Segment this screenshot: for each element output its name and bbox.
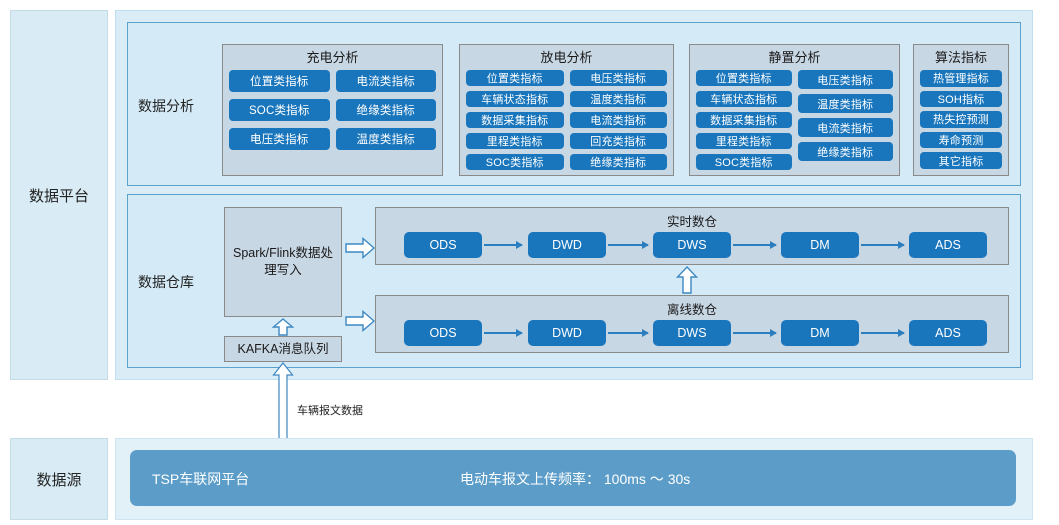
group-title: 充电分析 [306, 50, 359, 65]
metric-pill[interactable]: SOC类指标 [466, 154, 564, 170]
metric-pill[interactable]: 电流类指标 [569, 112, 667, 128]
group-title: 算法指标 [934, 50, 987, 65]
metric-pill[interactable]: SOC类指标 [696, 154, 792, 170]
metric-pill[interactable]: 车辆状态指标 [466, 91, 564, 107]
metric-pill[interactable]: 热失控预测 [920, 111, 1002, 128]
kafka-queue-box[interactable]: KAFKA消息队列 [224, 336, 342, 362]
metric-pill[interactable]: 绝缘类指标 [335, 99, 436, 121]
metric-pill[interactable]: 数据采集指标 [466, 112, 564, 128]
block-arrow-up-icon [272, 318, 294, 336]
metric-pill[interactable]: 里程类指标 [696, 133, 792, 149]
group-title: 静置分析 [768, 50, 821, 65]
analysis-group-charge: 充电分析 位置类指标 SOC类指标 电压类指标 电流类指标 绝缘类指标 温度类指… [222, 44, 443, 176]
metric-pill[interactable]: 车辆状态指标 [696, 91, 792, 107]
flow-arrow-icon [608, 240, 649, 249]
metric-pill[interactable]: SOH指标 [920, 90, 1002, 108]
metric-pill[interactable]: 温度类指标 [335, 128, 436, 150]
analysis-group-idle: 静置分析 位置类指标 车辆状态指标 数据采集指标 里程类指标 SOC类指标 电压… [689, 44, 900, 176]
flow-arrow-icon [733, 240, 777, 249]
group-column: 电压类指标 温度类指标 电流类指标 绝缘类指标 [797, 70, 893, 169]
rail-label-text: 数据源 [36, 471, 82, 489]
group-title: 放电分析 [540, 50, 593, 65]
metric-pill[interactable]: 热管理指标 [920, 70, 1002, 87]
offline-warehouse-row: 离线数仓 ODS DWD DWS DM ADS [375, 295, 1009, 353]
block-arrow-up-icon [676, 266, 698, 294]
data-analysis-label: 数据分析 [138, 98, 194, 114]
block-arrow-right-icon [345, 310, 375, 332]
group-column: 电压类指标 温度类指标 电流类指标 回充类指标 绝缘类指标 [569, 70, 667, 170]
flow-arrow-icon [484, 240, 523, 249]
metric-pill[interactable]: 电压类指标 [797, 70, 893, 89]
metric-pill[interactable]: 绝缘类指标 [797, 142, 893, 161]
stage-dwd[interactable]: DWD [528, 320, 606, 346]
stage-ads[interactable]: ADS [909, 232, 987, 258]
stage-ods[interactable]: ODS [404, 232, 482, 258]
metric-pill[interactable]: 其它指标 [920, 152, 1002, 169]
flow-arrow-icon [484, 328, 523, 337]
metric-pill[interactable]: 寿命预测 [920, 131, 1002, 149]
stage-dws[interactable]: DWS [653, 232, 731, 258]
rail-label-text: 数据平台 [28, 187, 89, 205]
metric-pill[interactable]: 回充类指标 [569, 133, 667, 149]
metric-pill[interactable]: 位置类指标 [466, 70, 564, 86]
metric-pill[interactable]: 绝缘类指标 [569, 154, 667, 170]
analysis-group-discharge: 放电分析 位置类指标 车辆状态指标 数据采集指标 里程类指标 SOC类指标 电压… [459, 44, 674, 176]
metric-pill[interactable]: 数据采集指标 [696, 112, 792, 128]
metric-pill[interactable]: 电压类指标 [569, 70, 667, 86]
stage-ods[interactable]: ODS [404, 320, 482, 346]
analysis-group-algorithm: 算法指标 热管理指标 SOH指标 热失控预测 寿命预测 其它指标 [913, 44, 1009, 176]
flow-arrow-icon [861, 328, 905, 337]
data-warehouse-label: 数据仓库 [138, 274, 194, 290]
group-column: 位置类指标 SOC类指标 电压类指标 [229, 70, 330, 169]
tsp-upload-frequency: 电动车报文上传频率： 100ms ～ 30s [460, 471, 691, 487]
metric-pill[interactable]: 温度类指标 [569, 91, 667, 107]
group-column: 位置类指标 车辆状态指标 数据采集指标 里程类指标 SOC类指标 [466, 70, 564, 170]
block-arrow-right-icon [345, 237, 375, 259]
metric-pill[interactable]: 温度类指标 [797, 94, 893, 113]
metric-pill[interactable]: 电流类指标 [335, 70, 436, 92]
metric-pill[interactable]: 电压类指标 [229, 128, 330, 150]
flow-arrow-icon [733, 328, 777, 337]
metric-pill[interactable]: SOC类指标 [229, 99, 330, 121]
rail-label-data-source: 数据源 [10, 438, 108, 520]
warehouse-row-title: 实时数仓 [666, 215, 717, 229]
tsp-platform-name: TSP车联网平台 [152, 471, 250, 487]
realtime-warehouse-row: 实时数仓 ODS DWD DWS DM ADS [375, 207, 1009, 265]
rail-label-data-platform: 数据平台 [10, 10, 108, 380]
flow-arrow-icon [608, 328, 649, 337]
metric-pill[interactable]: 电流类指标 [797, 118, 893, 137]
stage-dm[interactable]: DM [781, 320, 859, 346]
metric-pill[interactable]: 里程类指标 [466, 133, 564, 149]
group-column: 电流类指标 绝缘类指标 温度类指标 [335, 70, 436, 169]
stage-dws[interactable]: DWS [653, 320, 731, 346]
metric-pill[interactable]: 位置类指标 [696, 70, 792, 86]
vehicle-message-flow-label: 车辆报文数据 [297, 405, 363, 417]
stage-dwd[interactable]: DWD [528, 232, 606, 258]
tsp-platform-bar[interactable]: TSP车联网平台 电动车报文上传频率： 100ms ～ 30s [130, 450, 1016, 506]
stage-dm[interactable]: DM [781, 232, 859, 258]
metric-pill[interactable]: 位置类指标 [229, 70, 330, 92]
stage-ads[interactable]: ADS [909, 320, 987, 346]
spark-flink-box[interactable]: Spark/Flink数据处理写入 [224, 207, 342, 317]
flow-arrow-icon [861, 240, 905, 249]
group-column: 位置类指标 车辆状态指标 数据采集指标 里程类指标 SOC类指标 [696, 70, 792, 170]
warehouse-row-title: 离线数仓 [666, 303, 717, 317]
